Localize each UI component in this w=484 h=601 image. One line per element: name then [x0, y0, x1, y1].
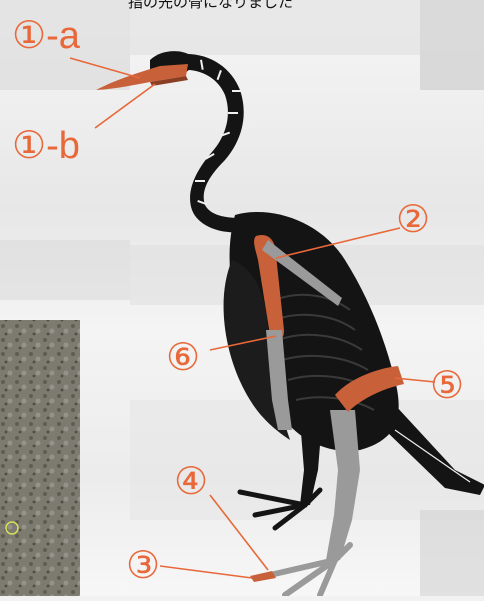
- label-4: ④: [174, 462, 208, 502]
- fossil-rock-photo: [0, 320, 80, 596]
- label-3: ③: [126, 546, 160, 586]
- bg-panel-mid-left: [0, 240, 130, 300]
- label-6: ⑥: [166, 338, 200, 378]
- label-5: ⑤: [430, 366, 464, 406]
- label-1a: ①-a: [12, 16, 80, 56]
- bg-panel-bottom-right: [420, 510, 484, 596]
- label-2: ②: [396, 200, 430, 240]
- bg-panel-top-right: [420, 0, 484, 90]
- caption-text: 指の先の骨になりました: [128, 0, 368, 12]
- label-1b: ①-b: [12, 126, 80, 166]
